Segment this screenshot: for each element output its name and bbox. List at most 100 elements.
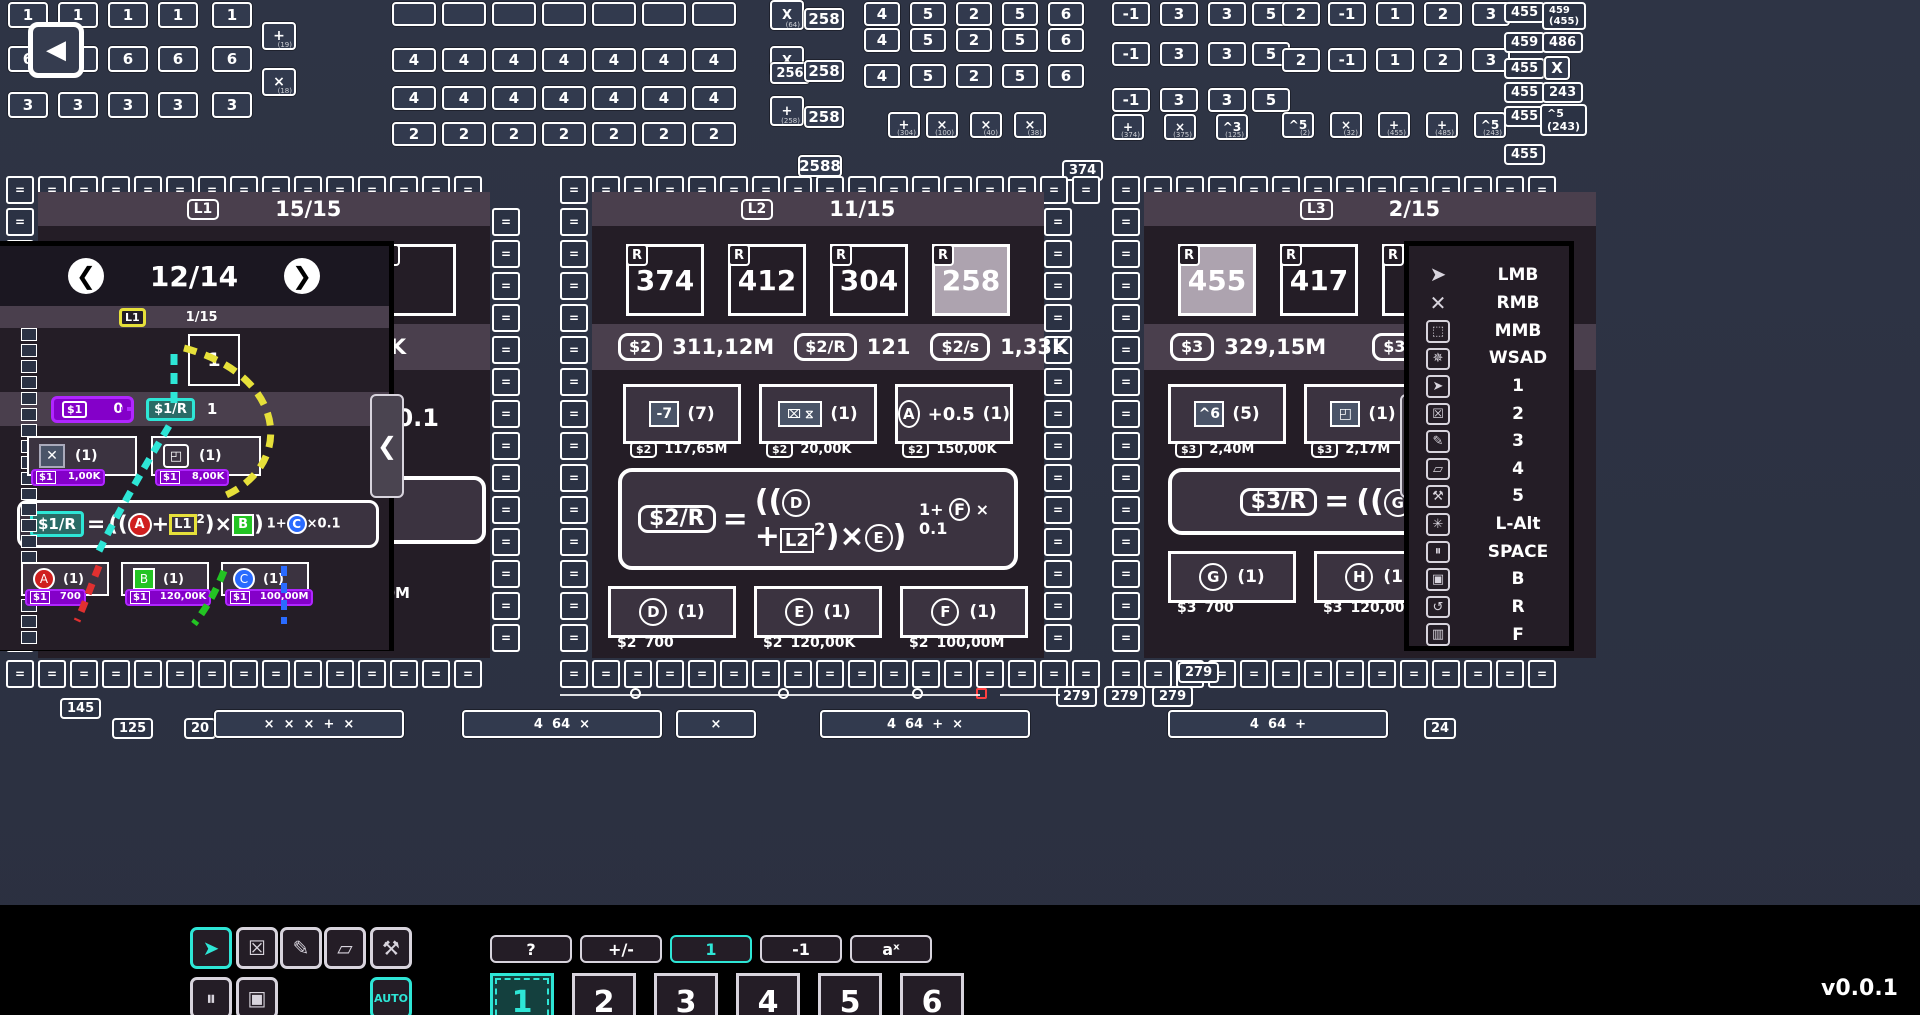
upgrade-card[interactable]: -7 (7) $2 117,65M — [623, 384, 741, 458]
rail-cell[interactable]: = — [1044, 368, 1072, 396]
rail-cell[interactable]: = — [492, 592, 520, 620]
machine-node[interactable]: 4 — [392, 48, 436, 72]
machine-node[interactable]: 1 — [158, 2, 198, 28]
machine-tag[interactable]: 455 — [1504, 58, 1546, 79]
rail-cell[interactable]: = — [880, 660, 908, 688]
machine-node[interactable]: 2 — [442, 122, 486, 146]
machine-node[interactable]: 5 — [910, 64, 946, 88]
machine-node[interactable] — [392, 2, 436, 26]
machine-node[interactable]: × × × + × — [214, 710, 404, 738]
machine-node[interactable]: 4 64 + — [1168, 710, 1388, 738]
rail-cell[interactable]: = — [1044, 400, 1072, 428]
rail-cell[interactable]: = — [816, 660, 844, 688]
trash-icon[interactable]: ☒ — [1426, 402, 1450, 426]
machine-node[interactable]: 2 — [392, 122, 436, 146]
rail-cell[interactable]: = — [1072, 176, 1100, 204]
rail-cell[interactable]: = — [688, 660, 716, 688]
machine-tag[interactable]: 459 — [1504, 32, 1546, 53]
machine-node[interactable]: 3 — [1160, 2, 1198, 26]
rail-cell[interactable]: = — [560, 272, 588, 300]
machine-node[interactable] — [542, 2, 586, 26]
mode-one-button[interactable]: 1 — [670, 935, 752, 963]
variable-card[interactable]: F (1) $2 100,00M — [900, 586, 1028, 651]
rail-cell[interactable]: = — [1044, 624, 1072, 652]
number-button-6[interactable]: 6 — [900, 973, 964, 1015]
rail-cell[interactable]: = — [560, 176, 588, 204]
variable-card[interactable]: D (1) $2 700 — [608, 586, 736, 651]
mode-question-button[interactable]: ? — [490, 935, 572, 963]
machine-node[interactable]: 5 — [1002, 64, 1038, 88]
rail-cell[interactable]: = — [6, 176, 34, 204]
rail-cell[interactable]: = — [1336, 660, 1364, 688]
machine-tag[interactable]: 125 — [112, 718, 154, 739]
machine-op-plus[interactable]: +(19) — [262, 22, 296, 50]
machine-op[interactable]: ^5(243) — [1474, 112, 1506, 138]
rail-cell[interactable]: = — [912, 660, 940, 688]
machine-node[interactable]: -1 — [1112, 42, 1150, 66]
rail-cell[interactable]: = — [1044, 560, 1072, 588]
rail-cell[interactable]: = — [656, 660, 684, 688]
variable-card[interactable]: E (1) $2 120,00K — [754, 586, 882, 651]
rail-cell[interactable]: = — [560, 400, 588, 428]
tool-pause-button[interactable]: ⏸ — [190, 977, 232, 1015]
number-button-3[interactable]: 3 — [654, 973, 718, 1015]
rail-cell[interactable]: = — [492, 368, 520, 396]
machine-op-multiply[interactable]: ×(18) — [262, 68, 296, 96]
machine-node[interactable]: 4 — [642, 48, 686, 72]
machine-node[interactable]: 4 — [864, 28, 900, 52]
rail-cell[interactable]: = — [492, 624, 520, 652]
rail-cell[interactable]: = — [752, 660, 780, 688]
rail-cell[interactable]: = — [976, 660, 1004, 688]
machine-node[interactable]: 2 — [956, 28, 992, 52]
machine-node[interactable]: 6 — [212, 46, 252, 72]
resource-cell[interactable]: R 455 — [1178, 244, 1256, 316]
machine-node[interactable]: 3 — [1208, 2, 1246, 26]
back-button[interactable]: ◀ — [28, 22, 84, 78]
machine-tag[interactable]: 455 — [1504, 2, 1546, 23]
machine-op[interactable]: +(304) — [888, 112, 920, 138]
rail-cell[interactable]: = — [592, 660, 620, 688]
rail-cell[interactable]: = — [492, 560, 520, 588]
machine-port-selected[interactable] — [976, 688, 987, 699]
rail-cell[interactable]: = — [560, 208, 588, 236]
machine-node[interactable]: 2 — [1424, 48, 1462, 72]
rail-cell[interactable]: = — [492, 496, 520, 524]
rail-cell[interactable]: = — [1112, 496, 1140, 524]
machine-node[interactable]: 4 — [864, 64, 900, 88]
machine-node[interactable]: 3 — [108, 92, 148, 118]
machine-node[interactable]: 2 — [1424, 2, 1462, 26]
machine-node[interactable]: 3 — [1160, 88, 1198, 112]
machine-node[interactable]: 6 — [1048, 2, 1084, 26]
split-icon[interactable]: ▥ — [1426, 623, 1450, 646]
machine-node[interactable]: 4 — [492, 86, 536, 110]
machine-node[interactable]: 1 — [212, 2, 252, 28]
tool-cursor-button[interactable]: ➤ — [190, 927, 232, 969]
tool-pen-button[interactable]: ✎ — [280, 927, 322, 969]
rail-cell[interactable]: = — [1112, 432, 1140, 460]
rail-cell[interactable]: = — [1112, 176, 1140, 204]
rail-cell[interactable]: = — [1240, 660, 1268, 688]
rail-cell[interactable]: = — [1112, 208, 1140, 236]
overlay-variable-card[interactable]: B (1) $1 120,00K — [121, 562, 212, 606]
rail-cell[interactable]: = — [1044, 272, 1072, 300]
machine-node[interactable]: 4 — [592, 48, 636, 72]
rail-cell[interactable]: = — [134, 660, 162, 688]
machine-node[interactable]: 258 — [804, 60, 844, 82]
rail-cell[interactable]: = — [38, 660, 66, 688]
machine-node[interactable] — [592, 2, 636, 26]
rail-cell[interactable]: = — [294, 660, 322, 688]
rail-cell[interactable]: = — [720, 660, 748, 688]
snap-icon[interactable]: ✳ — [1426, 513, 1450, 536]
rail-cell[interactable]: = — [454, 660, 482, 688]
rail-cell[interactable]: = — [1304, 660, 1332, 688]
rail-cell[interactable]: = — [492, 208, 520, 236]
rail-cell[interactable]: = — [1044, 240, 1072, 268]
number-button-4[interactable]: 4 — [736, 973, 800, 1015]
rail-cell[interactable]: = — [560, 560, 588, 588]
rail-cell[interactable]: = — [560, 336, 588, 364]
machine-node[interactable]: 3 — [1472, 48, 1510, 72]
tool-auto-button[interactable]: AUTO — [370, 977, 412, 1015]
eraser-icon[interactable]: ▱ — [1426, 457, 1450, 481]
machine-op[interactable]: ×(375) — [1164, 114, 1196, 140]
delete-x-icon[interactable]: ✕ — [1429, 291, 1447, 315]
